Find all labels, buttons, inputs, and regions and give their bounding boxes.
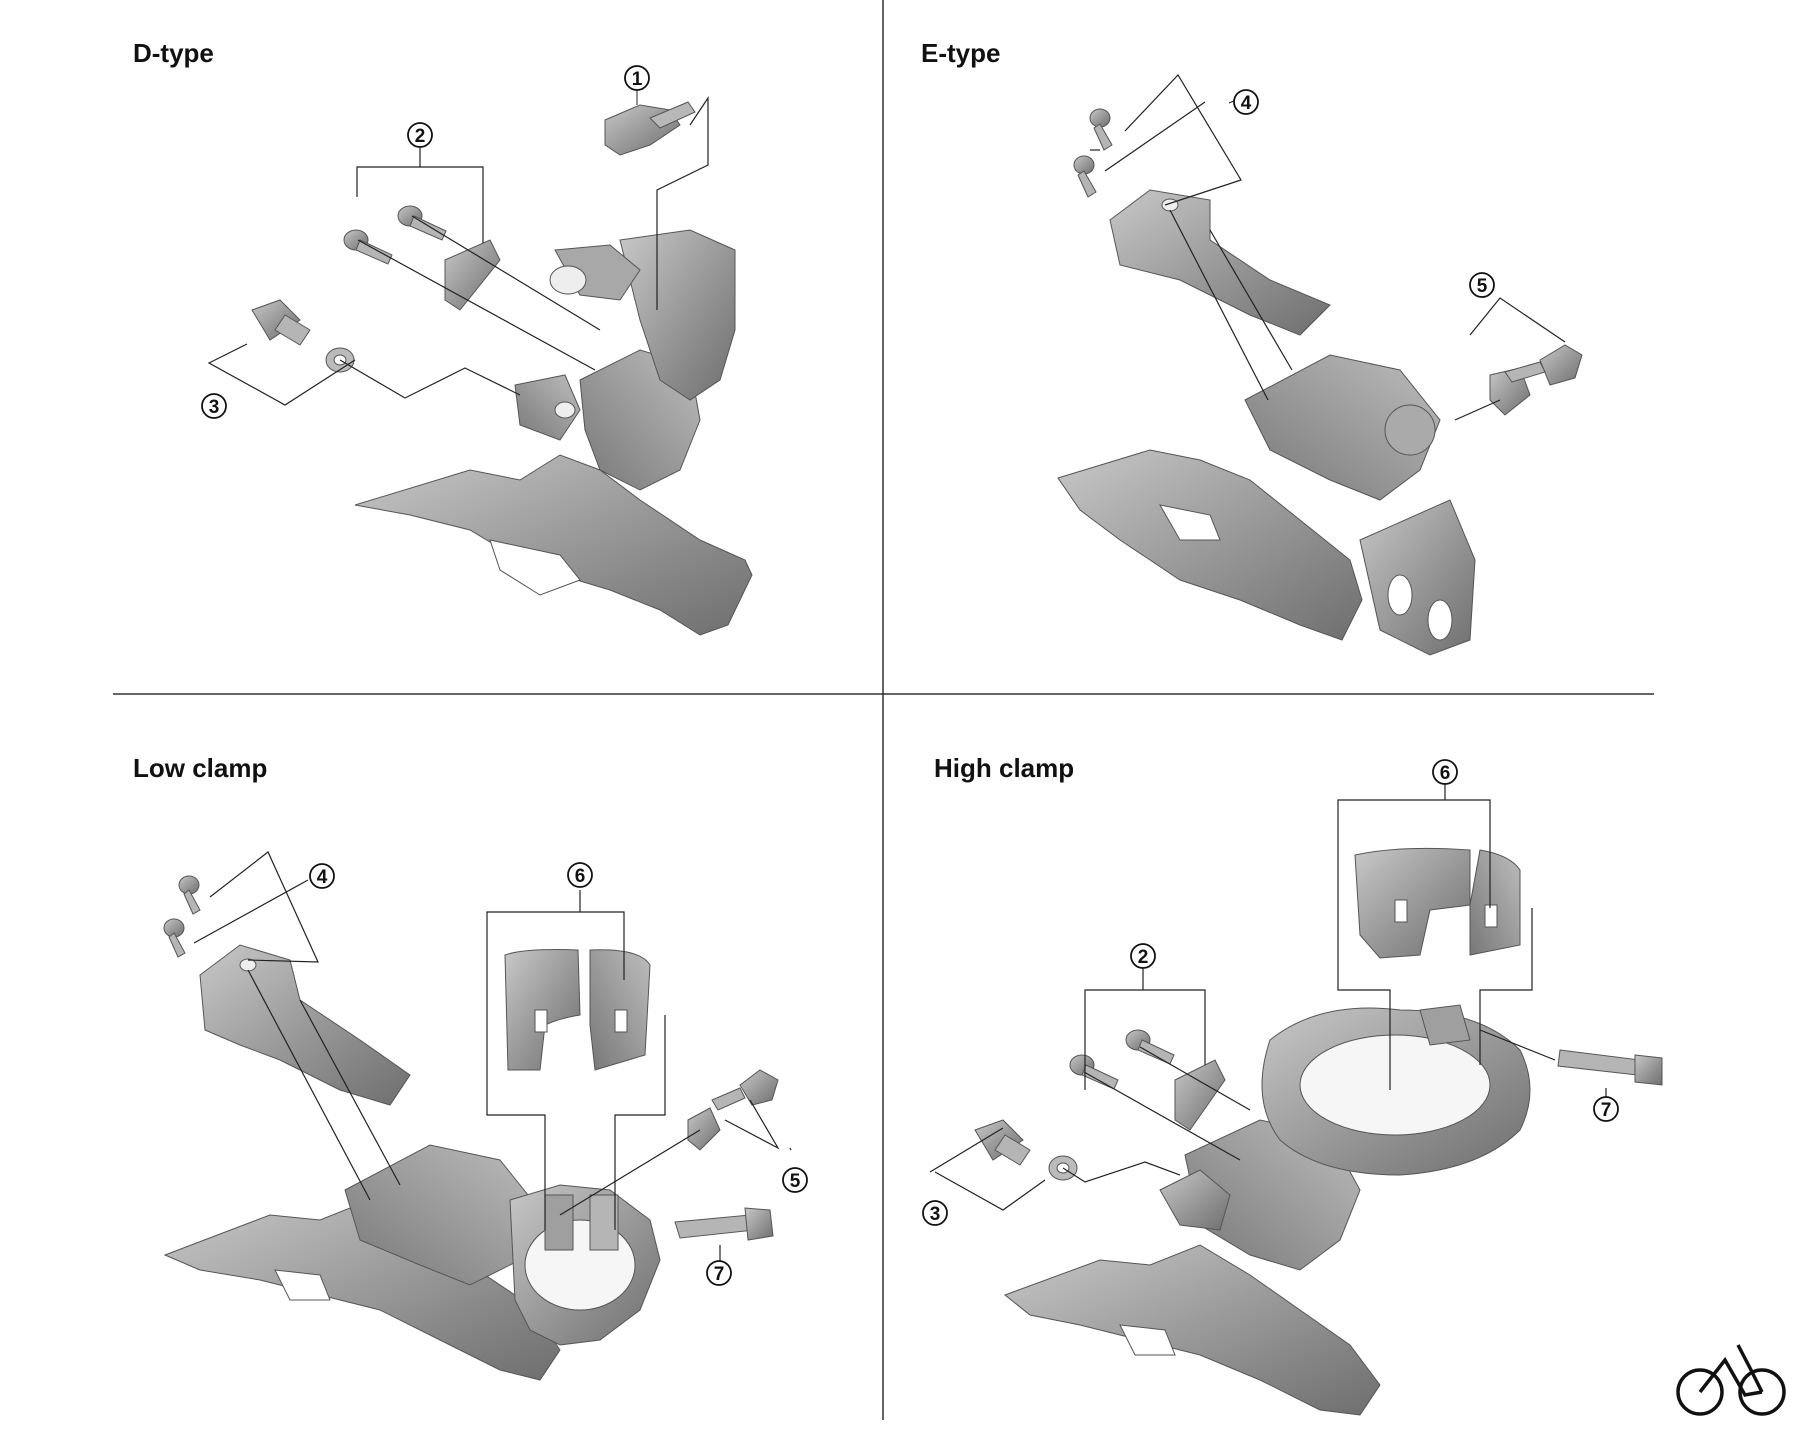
svg-text:5: 5 <box>1477 276 1488 297</box>
d-type-screws <box>343 205 501 311</box>
low-clamp-derailleur <box>163 1144 561 1381</box>
high-clamp-bolt <box>1557 1049 1663 1086</box>
e-type-callouts: 4 5 <box>1233 89 1495 298</box>
low-clamp-bolt <box>674 1207 774 1241</box>
svg-text:4: 4 <box>1241 93 1252 114</box>
panel-title-e-type: E-type <box>921 38 1001 68</box>
svg-text:7: 7 <box>1601 1100 1612 1121</box>
d-type-leader-lines <box>207 96 709 406</box>
svg-text:2: 2 <box>415 126 426 147</box>
svg-text:3: 3 <box>209 397 220 418</box>
callout-6: 6 <box>1432 759 1458 785</box>
e-type-screws <box>1073 108 1583 416</box>
high-clamp-bolt-washer <box>974 1119 1078 1181</box>
low-clamp-leader-lines <box>193 851 792 1262</box>
high-clamp-leader-lines <box>929 783 1607 1211</box>
callout-6: 6 <box>567 862 593 888</box>
callout-5: 5 <box>782 1167 808 1193</box>
callout-2: 2 <box>407 122 433 148</box>
high-clamp-screws <box>1069 1029 1226 1131</box>
low-clamp-callouts: 4 5 6 7 <box>309 862 808 1286</box>
svg-text:3: 3 <box>930 1204 941 1225</box>
d-type-bolt-washer <box>251 299 355 373</box>
svg-text:7: 7 <box>714 1264 725 1285</box>
callout-2: 2 <box>1130 943 1156 969</box>
low-clamp-band <box>509 1184 661 1346</box>
callout-7: 7 <box>1593 1096 1619 1122</box>
callout-4: 4 <box>1233 89 1259 115</box>
svg-text:6: 6 <box>1440 763 1451 784</box>
svg-text:1: 1 <box>632 69 643 90</box>
callout-7: 7 <box>706 1260 732 1286</box>
bicycle-icon <box>1676 1344 1786 1416</box>
panel-title-low-clamp: Low clamp <box>133 753 268 783</box>
svg-text:6: 6 <box>575 866 586 887</box>
d-type-cable-bolt <box>604 101 696 156</box>
callout-3: 3 <box>201 393 227 419</box>
low-clamp-ring <box>504 949 651 1071</box>
svg-text:5: 5 <box>790 1171 801 1192</box>
svg-text:2: 2 <box>1138 947 1149 968</box>
panel-title-high-clamp: High clamp <box>934 753 1075 783</box>
d-type-callouts: 1 2 3 <box>201 65 650 419</box>
callout-4: 4 <box>309 863 335 889</box>
e-type-plate <box>1109 189 1331 336</box>
low-clamp-plate <box>199 944 411 1106</box>
d-type-derailleur <box>354 229 753 636</box>
panel-title-d-type: D-type <box>133 38 214 68</box>
high-clamp-ring <box>1354 847 1521 959</box>
svg-text:4: 4 <box>317 867 328 888</box>
e-type-derailleur <box>1057 354 1476 656</box>
low-clamp-screws <box>163 875 779 1151</box>
callout-5: 5 <box>1469 272 1495 298</box>
high-clamp-band <box>1261 1004 1531 1176</box>
high-clamp-callouts: 2 3 6 7 <box>922 759 1619 1226</box>
callout-3: 3 <box>922 1200 948 1226</box>
callout-1: 1 <box>624 65 650 105</box>
